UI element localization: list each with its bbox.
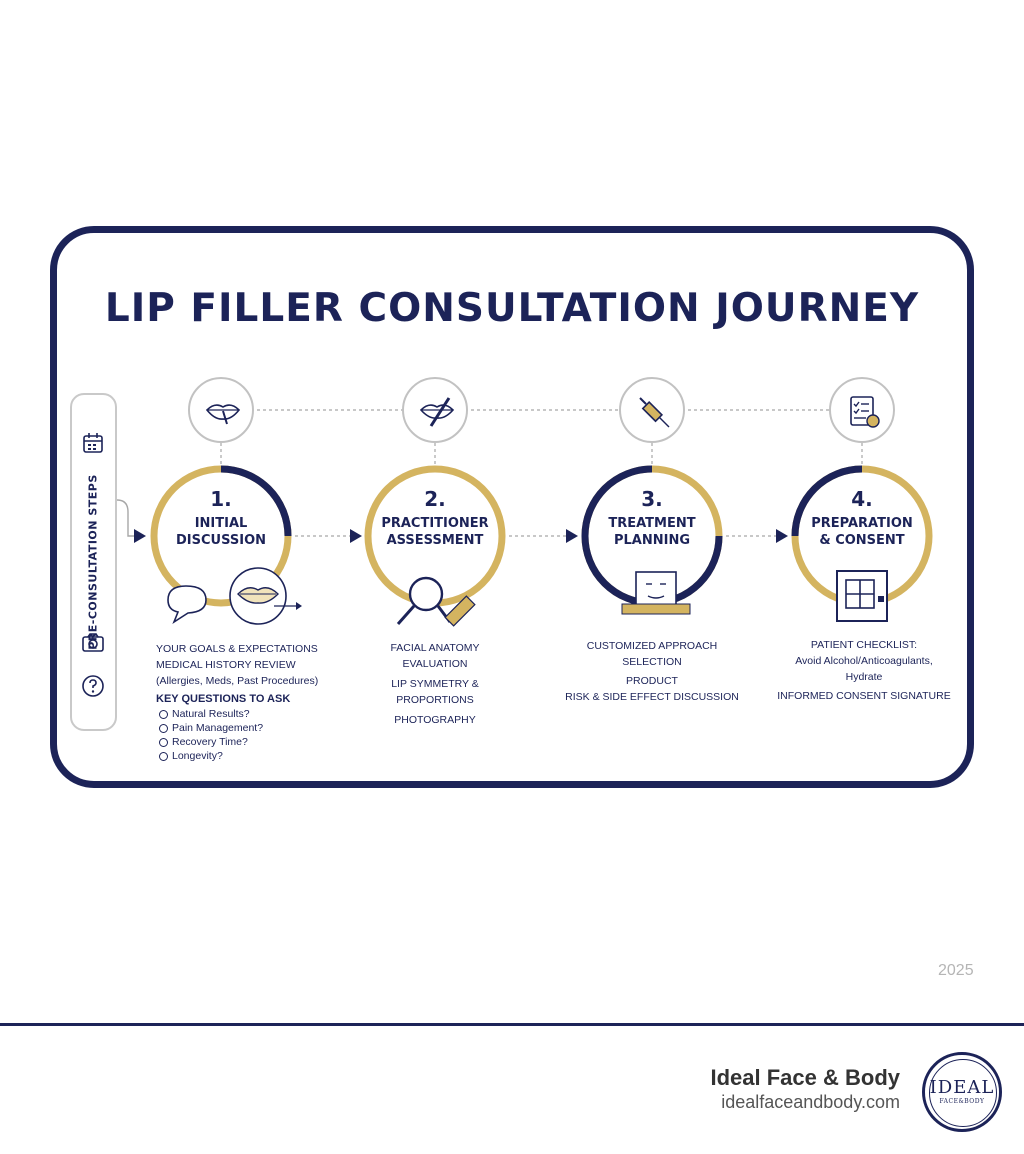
calendar-icon (83, 433, 103, 453)
brand-url[interactable]: idealfaceandbody.com (721, 1092, 900, 1112)
step-2-line: LIP SYMMETRY & (391, 678, 479, 690)
lip-measure-icon (419, 397, 455, 427)
page-title: LIP FILLER CONSULTATION JOURNEY (104, 286, 920, 331)
checklist-icon (850, 396, 880, 428)
lips-closeup-icon (229, 567, 302, 625)
step-3-details: CUSTOMIZED APPROACH SELECTION PRODUCT RI… (562, 638, 742, 705)
step-2-ring: 2. PRACTITIONER ASSESSMENT (362, 463, 508, 609)
step-2-number: 2. (424, 487, 446, 511)
step-3-line: CUSTOMIZED APPROACH (586, 640, 718, 652)
step-4-number: 4. (851, 487, 873, 511)
step-4-details: PATIENT CHECKLIST: Avoid Alcohol/Anticoa… (772, 637, 956, 704)
lips-icon (205, 404, 241, 425)
step-4-line: PATIENT CHECKLIST: (810, 639, 918, 651)
step-2-top-circle (402, 377, 468, 443)
sidebar-label: PRE-CONSULTATION STEPS (86, 474, 100, 650)
magnifier-ruler-icon (396, 576, 476, 627)
step-3-top-circle (619, 377, 685, 443)
footer-divider (0, 1023, 1024, 1026)
brand-name: Ideal Face & Body (710, 1065, 900, 1090)
step-4-name: PREPARATION & CONSENT (811, 516, 913, 548)
step-1-details: YOUR GOALS & EXPECTATIONS MEDICAL HISTOR… (156, 641, 318, 763)
step-2-line: PROPORTIONS (396, 694, 474, 706)
step-4-line: Avoid Alcohol/Anticoagulants, (795, 655, 933, 667)
step-1-name: INITIAL DISCUSSION (176, 516, 266, 548)
step-4-line: Hydrate (845, 671, 883, 683)
brand-block: Ideal Face & Body idealfaceandbody.com (710, 1065, 900, 1113)
brand-logo: IDEAL FACE&BODY (922, 1052, 1002, 1132)
step-2-line: EVALUATION (402, 658, 468, 670)
question-icon (82, 675, 104, 697)
step-1-line: (Allergies, Meds, Past Procedures) (156, 675, 319, 687)
syringe-icon (639, 397, 670, 428)
question-item: Natural Results? (156, 707, 318, 721)
key-questions-heading: KEY QUESTIONS TO ASK (156, 693, 291, 705)
year-label: 2025 (938, 962, 974, 979)
step-2-name: PRACTITIONER ASSESSMENT (381, 516, 489, 548)
camera-icon (82, 633, 104, 652)
logo-word: IDEAL (929, 1077, 995, 1098)
step-1-top-circle (188, 377, 254, 443)
consent-form-icon (836, 570, 888, 622)
step-3-line: SELECTION (622, 656, 682, 668)
step-3-line: PRODUCT (626, 675, 678, 687)
question-item: Pain Management? (156, 721, 318, 735)
step-3-number: 3. (641, 487, 663, 511)
step-4-line: INFORMED CONSENT SIGNATURE (777, 690, 951, 702)
step-3-ring: 3. TREATMENT PLANNING (579, 463, 725, 609)
question-item: Recovery Time? (156, 735, 318, 749)
speech-bubble-icon (167, 585, 207, 625)
step-1-line: YOUR GOALS & EXPECTATIONS (156, 643, 318, 655)
step-2-line: FACIAL ANATOMY (390, 642, 480, 654)
step-1-number: 1. (210, 487, 232, 511)
logo-subtitle: FACE&BODY (939, 1098, 985, 1105)
face-chart-icon (621, 571, 691, 615)
step-2-details: FACIAL ANATOMY EVALUATION LIP SYMMETRY &… (355, 640, 515, 728)
question-item: Longevity? (156, 749, 318, 763)
step-3-line: RISK & SIDE EFFECT DISCUSSION (565, 691, 739, 703)
step-3-name: TREATMENT PLANNING (608, 516, 696, 548)
step-4-top-circle (829, 377, 895, 443)
step-1-line: MEDICAL HISTORY REVIEW (156, 659, 296, 671)
step-2-line: PHOTOGRAPHY (394, 714, 476, 726)
